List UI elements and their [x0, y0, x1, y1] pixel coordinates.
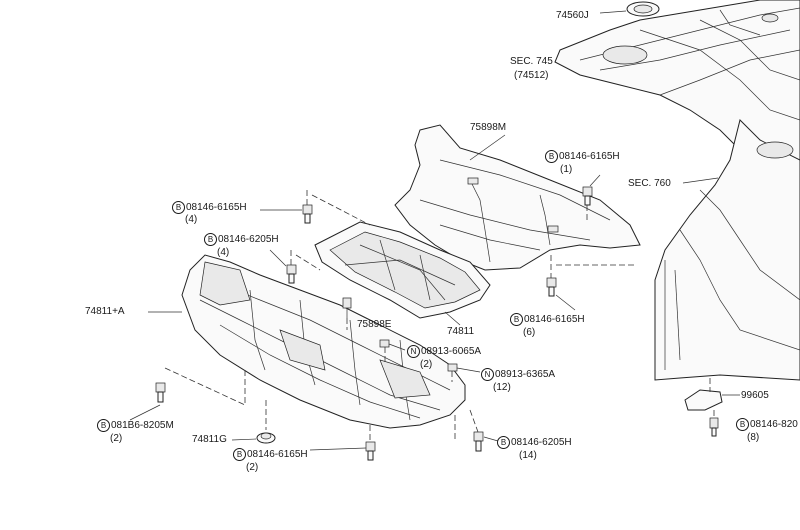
- part-code: 08146-6165H: [559, 151, 620, 163]
- nut-clip-08913-6365A: [447, 363, 481, 382]
- bracket-99605: [684, 378, 740, 411]
- side-sill: [654, 119, 800, 381]
- label-75898M: 75898M: [470, 122, 507, 133]
- bolt-marker: B: [97, 419, 110, 432]
- bolt-marker: B: [233, 448, 246, 461]
- part-code: 08146-820: [750, 419, 798, 431]
- part-code: 08146-6165H: [524, 314, 585, 326]
- label-sec760: SEC. 760: [628, 178, 671, 189]
- qty-bolt-1: (1): [560, 164, 573, 175]
- label-sec745-sub: (74512): [514, 70, 549, 81]
- label-74811A: 74811+A: [85, 306, 125, 317]
- qty-nut-1: (2): [420, 359, 433, 370]
- part-code: 08146-6165H: [186, 202, 247, 214]
- clip-75898E: [342, 297, 352, 330]
- bolt-marker: B: [510, 313, 523, 326]
- label-74560J: 74560J: [556, 10, 589, 21]
- qty-bolt-3: (4): [217, 247, 230, 258]
- bolt-marker: B: [204, 233, 217, 246]
- bolt-marker: B: [497, 436, 510, 449]
- bolts: [129, 174, 635, 461]
- nut-marker: N: [481, 368, 494, 381]
- bolt-marker: B: [736, 418, 749, 431]
- qty-nut-2: (12): [493, 382, 511, 393]
- part-code: 081B6-8205M: [111, 420, 174, 432]
- under-cover-74811: [314, 221, 491, 326]
- part-code: 08146-6165H: [247, 449, 308, 461]
- nut-clip-08913-6065A: [379, 339, 406, 362]
- part-code: 08146-6205H: [218, 234, 279, 246]
- label-sec745: SEC. 745: [510, 56, 553, 67]
- label-74811: 74811: [447, 326, 475, 337]
- label-75898E: 75898E: [357, 319, 392, 330]
- label-99605: 99605: [741, 390, 769, 401]
- bolt-marker: B: [545, 150, 558, 163]
- part-code: 08146-6205H: [511, 437, 572, 449]
- qty-bolt-5: (8): [747, 432, 760, 443]
- grommet-74560J: [599, 1, 660, 17]
- under-cover-75898M: [394, 124, 641, 271]
- label-74811G: 74811G: [192, 434, 227, 445]
- bolt-right: [709, 410, 719, 437]
- nut-marker: N: [407, 345, 420, 358]
- part-code: 08913-6365A: [495, 369, 556, 381]
- qty-bolt-2: (4): [185, 214, 198, 225]
- qty-bolt-8: (14): [519, 450, 537, 461]
- qty-bolt-4: (6): [523, 327, 536, 338]
- bolt-marker: B: [172, 201, 185, 214]
- part-code: 08913-6065A: [421, 346, 482, 358]
- qty-bolt-6: (2): [110, 433, 123, 444]
- under-cover-74811A: [148, 254, 466, 429]
- qty-bolt-7: (2): [246, 462, 259, 473]
